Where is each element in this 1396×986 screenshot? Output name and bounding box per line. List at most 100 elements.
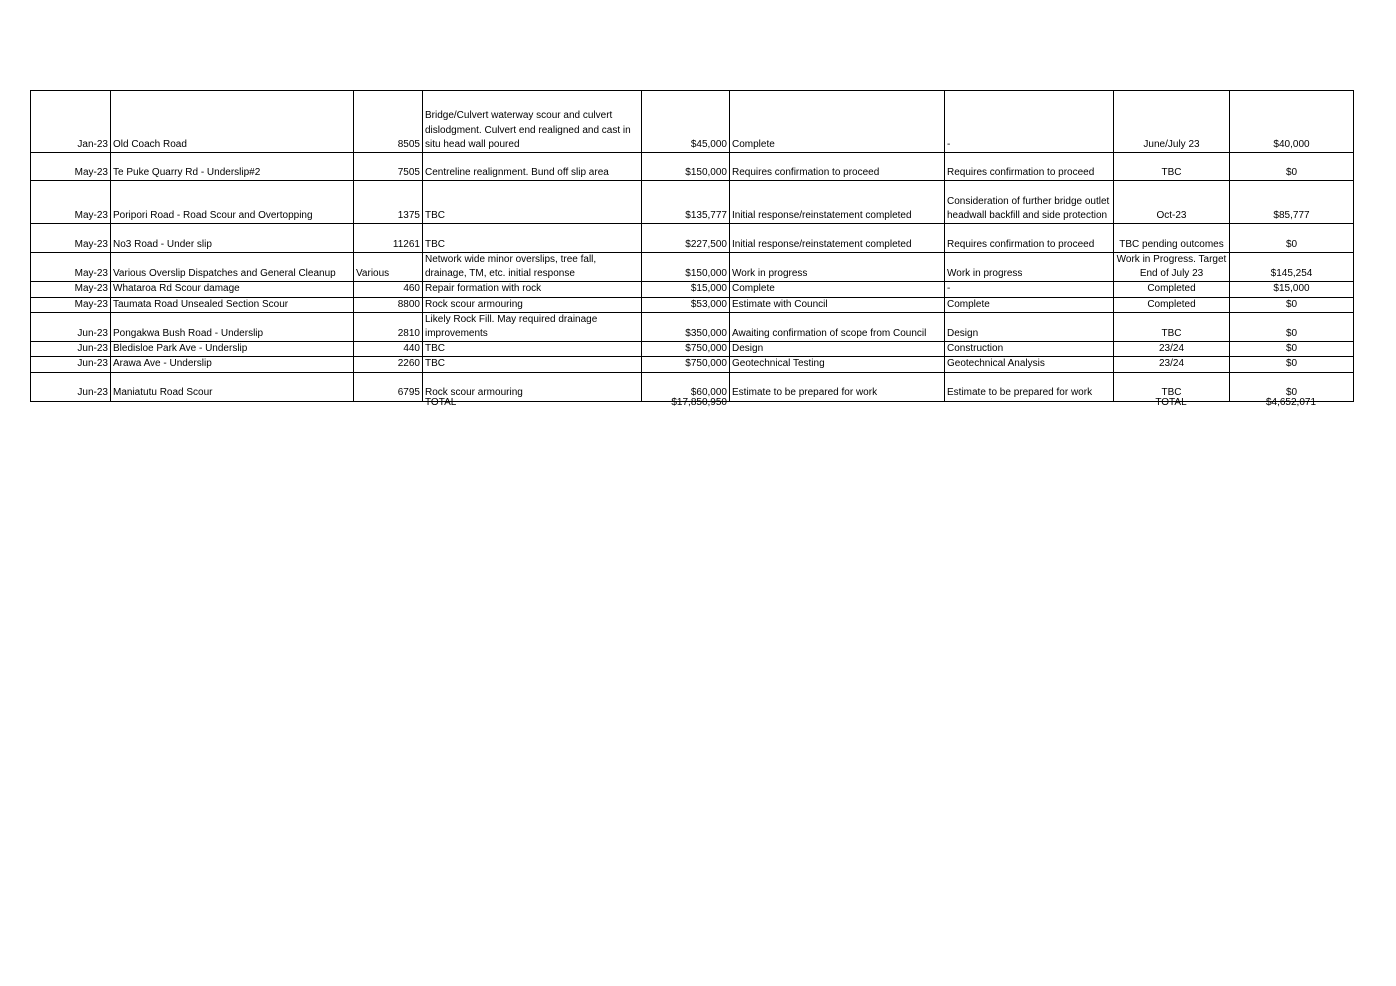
- cell-description: TBC: [422, 341, 642, 358]
- cell-remaining: $0: [1229, 341, 1354, 358]
- cell-location: No3 Road - Under slip: [110, 223, 354, 253]
- cell-location: Bledisloe Park Ave - Underslip: [110, 341, 354, 358]
- cell-location: Pongakwa Bush Road - Underslip: [110, 311, 354, 343]
- cell-estimate: $750,000: [641, 356, 730, 373]
- cell-timeframe: TBC: [1113, 152, 1230, 181]
- cell-date: Jan-23: [30, 90, 111, 153]
- cell-next-step: Complete: [944, 296, 1114, 313]
- cell-location: Arawa Ave - Underslip: [110, 356, 354, 373]
- cell-description: Rock scour armouring: [422, 371, 642, 402]
- cell-rp: 11261: [353, 223, 423, 253]
- cell-location: Te Puke Quarry Rd - Underslip#2: [110, 152, 354, 181]
- cell-timeframe: TBC pending outcomes: [1113, 223, 1230, 253]
- cell-location: Poripori Road - Road Scour and Overtoppi…: [110, 180, 354, 224]
- cell-remaining: $0: [1229, 223, 1354, 253]
- total-label-left: TOTAL: [425, 397, 457, 408]
- cell-next-step: Estimate to be prepared for work: [944, 371, 1114, 402]
- cell-rp: 6795: [353, 371, 423, 402]
- cell-status: Geotechnical Testing: [729, 356, 945, 373]
- cell-status: Awaiting confirmation of scope from Coun…: [729, 311, 945, 343]
- cell-date: May-23: [30, 152, 111, 181]
- cell-location: Maniatutu Road Scour: [110, 371, 354, 402]
- cell-date: Jun-23: [30, 341, 111, 358]
- cell-status: Design: [729, 341, 945, 358]
- cell-next-step: Design: [944, 311, 1114, 343]
- cell-status: Requires confirmation to proceed: [729, 152, 945, 181]
- cell-next-step: Consideration of further bridge outlet h…: [944, 180, 1114, 224]
- cell-remaining: $0: [1229, 152, 1354, 181]
- cell-remaining: $0: [1229, 311, 1354, 343]
- cell-description: Rock scour armouring: [422, 296, 642, 313]
- cell-status: Complete: [729, 281, 945, 298]
- cell-timeframe: June/July 23: [1113, 90, 1230, 153]
- cell-description: Centreline realignment. Bund off slip ar…: [422, 152, 642, 181]
- cell-status: Complete: [729, 90, 945, 153]
- cell-date: May-23: [30, 223, 111, 253]
- cell-status: Initial response/reinstatement completed: [729, 180, 945, 224]
- cell-timeframe: Completed: [1113, 281, 1230, 298]
- estimate-total: $17,850,950: [671, 397, 727, 408]
- cell-estimate: $150,000: [641, 152, 730, 181]
- cell-remaining: $15,000: [1229, 281, 1354, 298]
- cell-remaining: $0: [1229, 296, 1354, 313]
- cell-description: TBC: [422, 180, 642, 224]
- cell-estimate: $150,000: [641, 251, 730, 283]
- cell-status: Estimate to be prepared for work: [729, 371, 945, 402]
- cell-date: May-23: [30, 180, 111, 224]
- cell-date: Jun-23: [30, 311, 111, 343]
- cell-description: Network wide minor overslips, tree fall,…: [422, 251, 642, 283]
- cell-estimate: $135,777: [641, 180, 730, 224]
- cell-description: Repair formation with rock: [422, 281, 642, 298]
- cell-next-step: Construction: [944, 341, 1114, 358]
- cell-date: May-23: [30, 281, 111, 298]
- cell-remaining: $40,000: [1229, 90, 1354, 153]
- cell-location: Various Overslip Dispatches and General …: [110, 251, 354, 283]
- cell-rp: 8505: [353, 90, 423, 153]
- cell-rp: 2260: [353, 356, 423, 373]
- cell-date: Jun-23: [30, 371, 111, 402]
- cell-timeframe: 23/24: [1113, 341, 1230, 358]
- cell-date: May-23: [30, 251, 111, 283]
- cell-date: May-23: [30, 296, 111, 313]
- cell-timeframe: Work in Progress. Target End of July 23: [1113, 251, 1230, 283]
- cell-next-step: Requires confirmation to proceed: [944, 152, 1114, 181]
- cell-estimate: $15,000: [641, 281, 730, 298]
- cell-description: Bridge/Culvert waterway scour and culver…: [422, 90, 642, 153]
- cell-location: Whataroa Rd Scour damage: [110, 281, 354, 298]
- cell-timeframe: 23/24: [1113, 356, 1230, 373]
- remaining-total: $4,652,071: [1265, 397, 1317, 408]
- cell-rp: 440: [353, 341, 423, 358]
- cell-next-step: -: [944, 281, 1114, 298]
- cell-description: Likely Rock Fill. May required drainage …: [422, 311, 642, 343]
- cell-location: Old Coach Road: [110, 90, 354, 153]
- cell-next-step: -: [944, 90, 1114, 153]
- cell-next-step: Geotechnical Analysis: [944, 356, 1114, 373]
- cell-timeframe: TBC: [1113, 311, 1230, 343]
- cell-rp: 460: [353, 281, 423, 298]
- cell-rp: 2810: [353, 311, 423, 343]
- cell-rp: Various: [353, 251, 423, 283]
- cell-timeframe: Oct-23: [1113, 180, 1230, 224]
- cell-estimate: $60,000: [641, 371, 730, 402]
- cell-estimate: $53,000: [641, 296, 730, 313]
- cell-estimate: $45,000: [641, 90, 730, 153]
- cell-remaining: $0: [1229, 356, 1354, 373]
- cell-estimate: $350,000: [641, 311, 730, 343]
- cell-status: Estimate with Council: [729, 296, 945, 313]
- cell-status: Work in progress: [729, 251, 945, 283]
- cell-next-step: Requires confirmation to proceed: [944, 223, 1114, 253]
- cell-rp: 1375: [353, 180, 423, 224]
- cell-rp: 7505: [353, 152, 423, 181]
- cell-remaining: $85,777: [1229, 180, 1354, 224]
- cell-date: Jun-23: [30, 356, 111, 373]
